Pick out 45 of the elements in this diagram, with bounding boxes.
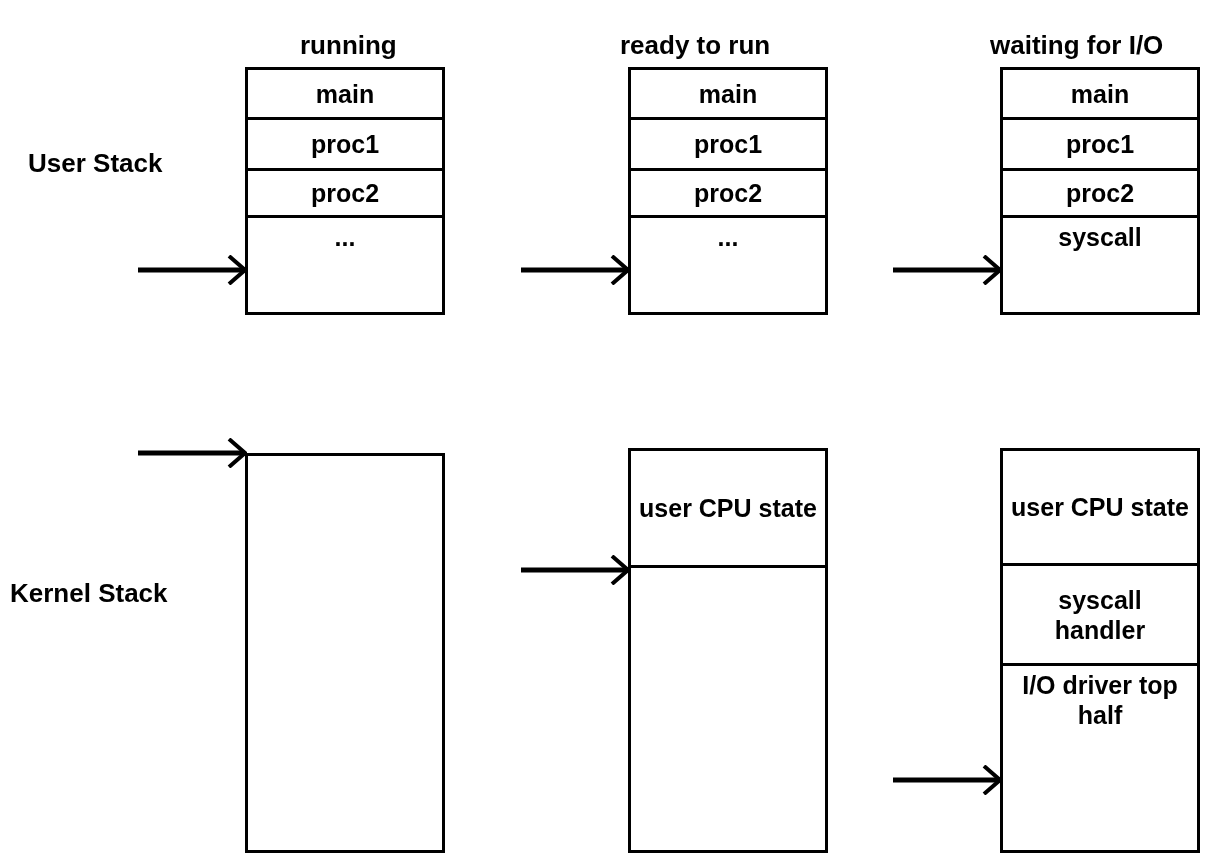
stack-frame [628,67,828,120]
stack-frame [245,67,445,120]
column-heading: waiting for I/O [990,30,1164,61]
arrow [138,254,247,286]
stack-frame [245,117,445,171]
frame-label: proc1 [310,129,380,159]
frame-label: I/O driver top half [1021,670,1179,730]
stack-frame [1000,663,1200,853]
frame-label: user CPU state [639,493,817,523]
frame-label: ... [717,222,739,252]
stack-frame [1000,215,1200,315]
stack-frame [628,215,828,315]
stack-frame [1000,563,1200,666]
frame-label: syscall [1058,222,1142,252]
empty-stack-frame [245,453,445,853]
arrow [521,254,630,286]
stack-frame [245,215,445,315]
stack-frame [1000,67,1200,120]
row-label: User Stack [28,148,163,179]
arrow [138,437,247,469]
stack-frame [1000,117,1200,171]
column-heading: ready to run [620,30,771,61]
frame-label: main [698,78,758,109]
stack-frame [628,117,828,171]
frame-label: main [315,78,375,109]
frame-label: proc2 [1065,178,1135,208]
arrow [521,554,630,586]
stack-frame [628,168,828,218]
stack-frame [245,168,445,218]
stack-frame [1000,448,1200,566]
stack-frame [628,448,828,568]
arrow [893,254,1002,286]
frame-label: proc2 [310,178,380,208]
frame-label: proc2 [693,178,763,208]
column-heading: running [300,30,397,61]
frame-label: user CPU state [1011,492,1189,522]
empty-stack-frame [628,565,828,853]
arrow [893,764,1002,796]
stack-frame [1000,168,1200,218]
frame-label: proc1 [693,129,763,159]
frame-label: main [1070,78,1130,109]
frame-label: syscall handler [1053,584,1147,645]
frame-label: ... [334,222,356,252]
frame-label: proc1 [1065,129,1135,159]
row-label: Kernel Stack [10,578,168,609]
